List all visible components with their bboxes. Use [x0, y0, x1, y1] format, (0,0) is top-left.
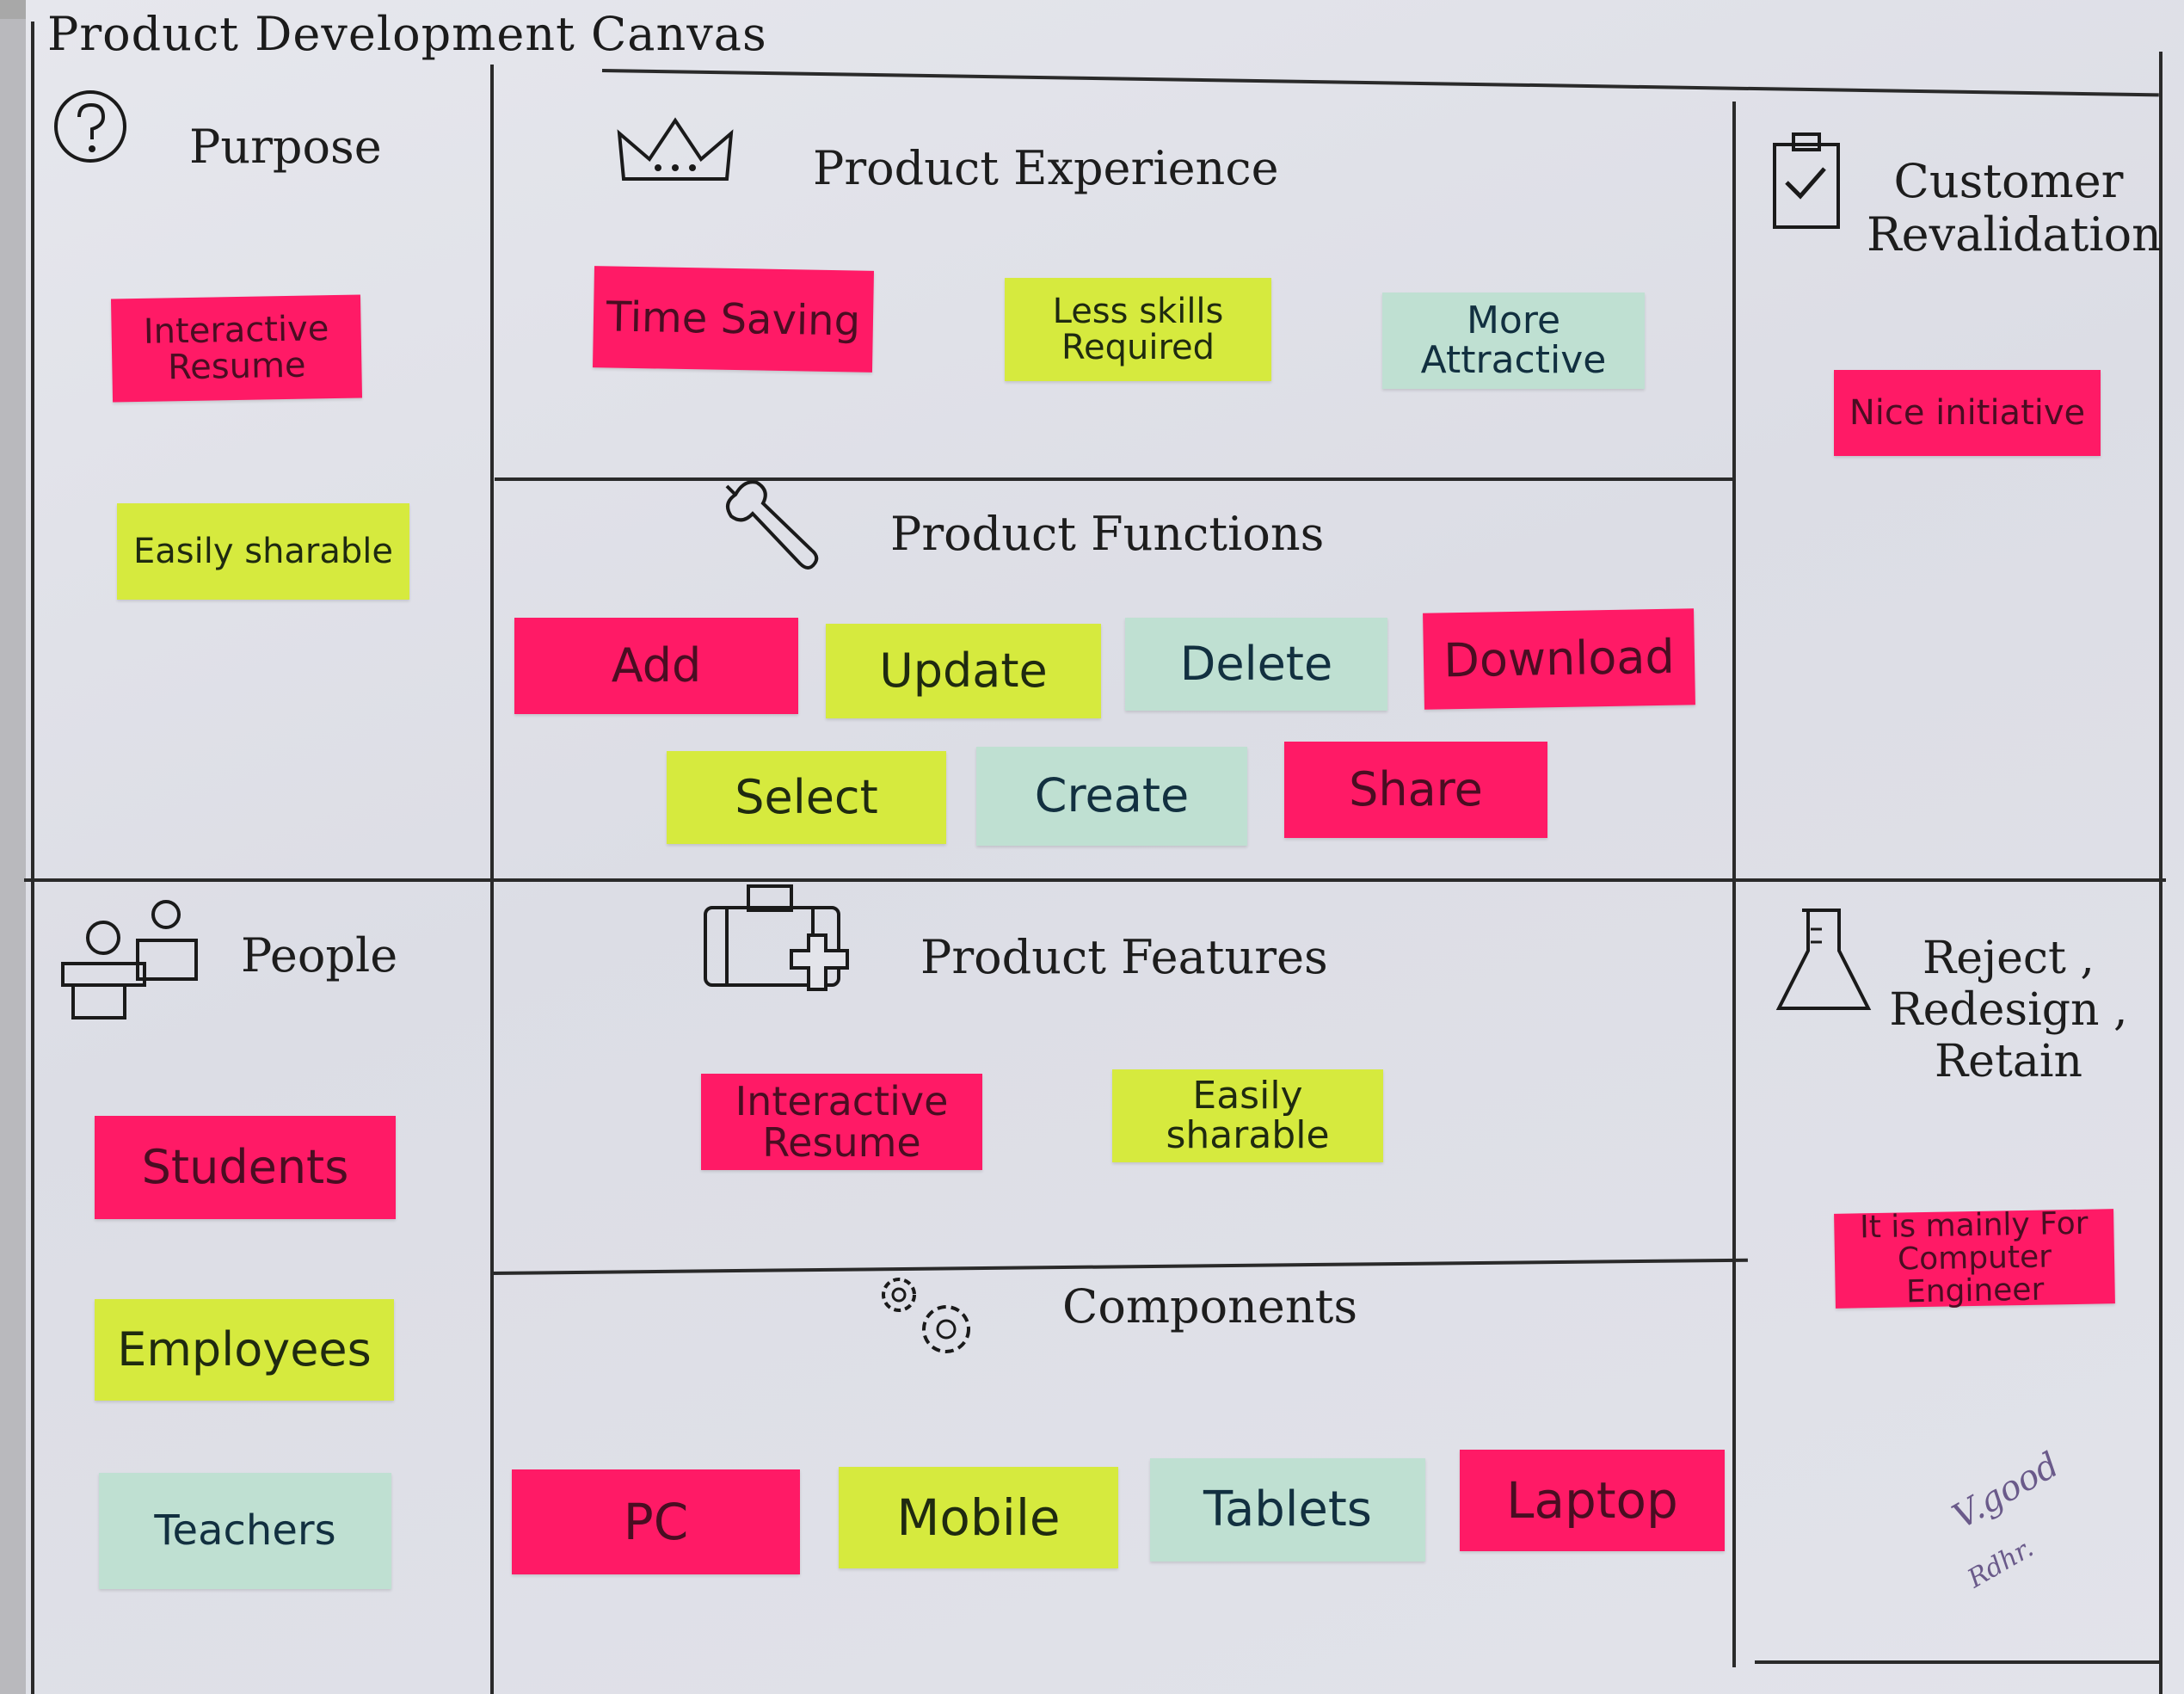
- functions-heading: Product Functions: [890, 507, 1325, 561]
- reject-heading: Reject , Redesign , Retain: [1889, 933, 2128, 1087]
- sticky-note: Interactive Resume: [110, 294, 363, 403]
- grid-line: [2159, 52, 2162, 1694]
- customer-heading: Customer Revalidation: [1867, 154, 2162, 262]
- question-icon: [54, 90, 126, 163]
- experience-heading: Product Experience: [813, 141, 1279, 195]
- sticky-note: Students: [95, 1116, 396, 1219]
- components-heading: Components: [1062, 1279, 1358, 1334]
- sticky-note: Update: [826, 624, 1101, 718]
- features-heading: Product Features: [920, 930, 1328, 984]
- canvas-title: Product Development Canvas: [47, 7, 767, 61]
- people-icon: [61, 900, 198, 1019]
- sticky-note: Teachers: [99, 1473, 391, 1589]
- people-heading: People: [241, 928, 398, 983]
- sticky-note: Less skills Required: [1005, 278, 1271, 381]
- wrench-icon: [725, 480, 819, 570]
- sticky-note: More Attractive: [1382, 293, 1645, 389]
- grid-line: [1755, 1660, 2159, 1664]
- sticky-note: Download: [1423, 608, 1695, 710]
- flask-icon: [1775, 909, 1872, 1010]
- sticky-note: Delete: [1125, 618, 1387, 711]
- sticky-note: It is mainly For Computer Engineer: [1834, 1206, 2115, 1309]
- sticky-note: Nice initiative: [1834, 370, 2101, 456]
- grid-line: [31, 22, 34, 1694]
- canvas-sheet: [26, 0, 2184, 1694]
- sticky-note: Employees: [95, 1299, 394, 1401]
- sticky-note: Tablets: [1150, 1458, 1425, 1562]
- sticky-note: Interactive Resume: [701, 1074, 982, 1170]
- sticky-note: Create: [976, 747, 1247, 846]
- sticky-note: Easily sharable: [1112, 1069, 1383, 1162]
- toolbox-icon: [704, 884, 849, 991]
- grid-line: [1732, 102, 1736, 1667]
- purpose-heading: Purpose: [189, 120, 382, 174]
- sticky-note: PC: [512, 1469, 800, 1574]
- gears-icon: [882, 1278, 970, 1353]
- grid-line: [24, 878, 2166, 882]
- sticky-note: Add: [514, 618, 798, 714]
- sticky-note: Time Saving: [592, 266, 875, 373]
- sticky-note: Share: [1284, 742, 1547, 838]
- sticky-note: Mobile: [839, 1467, 1118, 1568]
- sticky-note: Select: [667, 751, 946, 844]
- clipboard-check-icon: [1773, 132, 1840, 229]
- grid-line: [495, 477, 1733, 481]
- crown-icon: [617, 117, 734, 181]
- sticky-note: Easily sharable: [117, 503, 409, 600]
- sticky-note: Laptop: [1460, 1450, 1725, 1551]
